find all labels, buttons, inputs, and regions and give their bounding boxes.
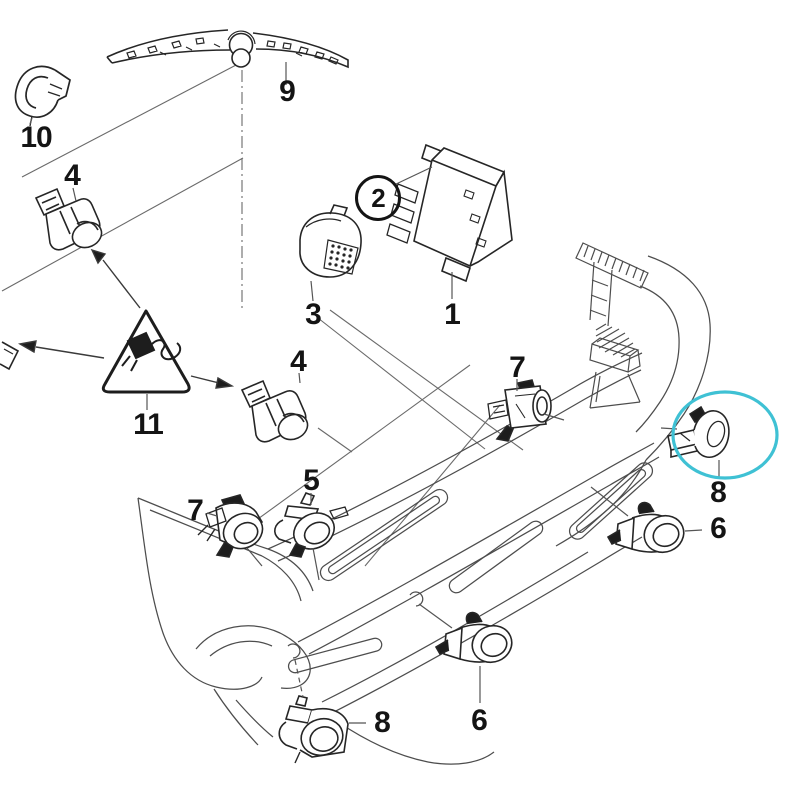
warning-triangle-icon [101,309,191,394]
holder-ring [14,65,71,127]
callout-2-circled[interactable]: 2 [355,175,401,221]
strip-sensor-grommet [227,30,256,68]
guide-lines [1,63,524,567]
round-connector [299,204,362,278]
callout-7-top[interactable]: 7 [509,351,526,384]
callout-11[interactable]: 11 [133,408,164,441]
highlight-circle[interactable] [671,390,779,480]
holder-6-bottom [435,611,519,669]
pdc-sensor-lower [241,380,313,445]
cable-plug-glyph [121,331,182,372]
callout-6-bottom[interactable]: 6 [471,704,488,737]
sensor-holder-7-left [197,494,264,558]
sensor-holder-5 [274,491,349,558]
callout-8-bottom[interactable]: 8 [374,706,391,739]
callout-8-right-highlighted[interactable]: 8 [710,476,727,509]
callout-4-upper[interactable]: 4 [64,159,81,192]
sensor-holder-7-top [487,379,552,442]
callout-9[interactable]: 9 [279,75,296,108]
holder-8-bottom [278,695,349,764]
clip-part-left-edge [0,341,20,371]
bumper-outline [137,255,711,765]
holder-8-right [667,405,730,459]
callout-7-left[interactable]: 7 [187,494,204,527]
callout-6-right[interactable]: 6 [710,512,727,545]
control-module [386,143,513,283]
callout-4-lower[interactable]: 4 [290,345,307,378]
callout-5[interactable]: 5 [303,464,320,497]
trim-strip [106,29,349,69]
callout-leaders [29,62,720,724]
callout-3[interactable]: 3 [305,298,322,331]
callout-1[interactable]: 1 [444,298,461,331]
pdc-sensor-upper [35,188,107,253]
installation-arrows [17,248,235,389]
connector-pin-grid [328,244,353,270]
callout-10[interactable]: 10 [20,121,52,154]
mounting-bracket [575,242,649,409]
